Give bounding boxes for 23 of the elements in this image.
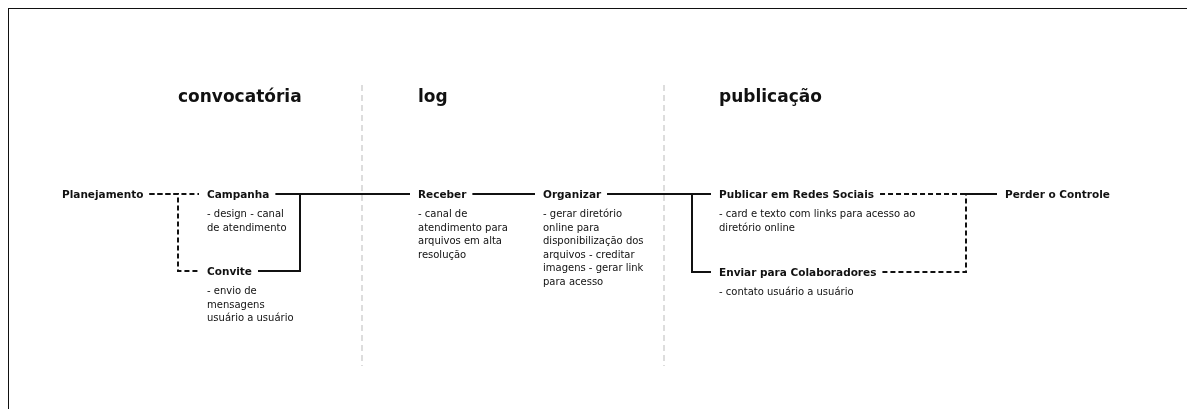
step-title: Convite <box>207 264 252 278</box>
step-title: Planejamento <box>62 187 144 201</box>
step-title: Organizar <box>543 187 602 201</box>
step-description: - card e texto com links para acesso ao diretório online <box>719 207 917 234</box>
connector-line <box>148 193 200 272</box>
connector-line <box>881 193 998 273</box>
section-heading: publicação <box>719 86 822 106</box>
step-title: Publicar em Redes Sociais <box>719 187 875 201</box>
connector-line <box>471 193 536 195</box>
step-title: Receber <box>418 187 467 201</box>
connector-line <box>879 193 998 195</box>
step-description: - canal de atendimento para arquivos em alta resolução <box>418 207 509 261</box>
step-title: Perder o Controle <box>1005 187 1110 201</box>
step-description: - gerar diretório online para disponibilização dos arquivos - creditar imagens - gerar link para acesso <box>543 207 645 288</box>
step-title: Enviar para Colaboradores <box>719 265 877 279</box>
section-heading: convocatória <box>178 86 302 106</box>
connector-line <box>257 193 411 272</box>
section-heading: log <box>418 86 448 106</box>
step-description: - contato usuário a usuário <box>719 285 855 299</box>
step-title: Campanha <box>207 187 270 201</box>
step-description: - envio de mensagens usuário a usuário <box>207 284 295 325</box>
step-description: - design - canal de atendimento <box>207 207 288 234</box>
connector-line <box>606 193 712 273</box>
